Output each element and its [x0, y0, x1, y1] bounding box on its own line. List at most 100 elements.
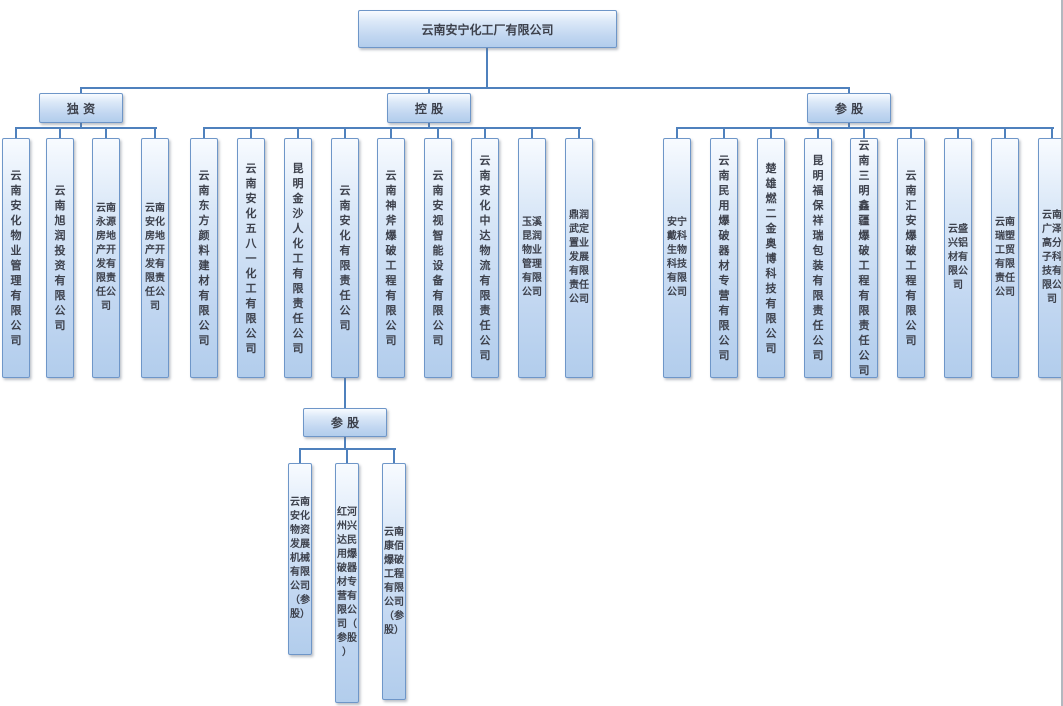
- company-label: 云南瑞塑工贸有限责任公司: [995, 217, 1015, 298]
- company-label: 云南安化中达物流有限责任公司: [479, 154, 491, 362]
- company-node: 昆明福保祥瑞包装有限责任公司: [804, 138, 832, 378]
- connector-line: [484, 129, 486, 138]
- root-company-node: 云南安宁化工厂有限公司: [358, 10, 617, 48]
- company-node: 云盛兴铝材有限公司: [944, 138, 972, 378]
- company-label: 云南汇安爆破工程有限公司: [905, 169, 917, 347]
- connector-line: [393, 450, 395, 463]
- connector-line: [15, 127, 157, 129]
- company-node: 云南永源房地产开发有限责任公司: [92, 138, 120, 378]
- company-node: 云南安化中达物流有限责任公司: [471, 138, 499, 378]
- branch-header-holding: 控 股: [387, 93, 471, 123]
- connector-line: [1051, 129, 1053, 138]
- connector-line: [848, 89, 850, 95]
- company-label: 云南安化有限责任公司: [339, 184, 351, 332]
- connector-line: [344, 129, 346, 138]
- connector-line: [676, 129, 678, 138]
- company-node: 云南瑞塑工贸有限责任公司: [991, 138, 1019, 378]
- company-node: 云南民用爆破器材专营有限公司: [710, 138, 738, 378]
- branch-header-equity-stake: 参 股: [807, 93, 891, 123]
- connector-line: [80, 89, 82, 95]
- company-label: 安宁戴科生物科技有限公司: [667, 217, 687, 298]
- company-label: 玉溪昆润物业管理有限公司: [522, 217, 542, 298]
- company-node: 云南汇安爆破工程有限公司: [897, 138, 925, 378]
- connector-line: [428, 123, 430, 129]
- company-label: 云南永源房地产开发有限责任公司: [96, 203, 116, 312]
- connector-line: [203, 129, 205, 138]
- company-label: 云南安视智能设备有限公司: [432, 169, 444, 347]
- company-node: 云南神斧爆破工程有限公司: [377, 138, 405, 378]
- company-node: 云南安视智能设备有限公司: [424, 138, 452, 378]
- connector-line: [957, 129, 959, 138]
- branch-header-sub-equity-stake: 参 股: [303, 408, 387, 437]
- company-node: 安宁戴科生物科技有限公司: [663, 138, 691, 378]
- connector-line: [105, 129, 107, 138]
- company-node: 昆明金沙人化工有限责任公司: [284, 138, 312, 378]
- connector-line: [250, 129, 252, 138]
- company-label: 云南广泽高分子科技有限公司: [1042, 210, 1062, 305]
- company-label: 云盛兴铝材有限公司: [948, 224, 968, 291]
- connector-line: [344, 437, 346, 449]
- connector-line: [80, 87, 850, 89]
- connector-line: [817, 129, 819, 138]
- company-label: 云南神斧爆破工程有限公司: [385, 169, 397, 347]
- company-label: 红河州兴达民用爆破器材专营有限公司（参股）: [337, 507, 357, 658]
- company-label: 云南安化物资发展机械有限公司（参股）: [290, 497, 310, 620]
- company-node: 云南安化房地产开发有限责任公司: [141, 138, 169, 378]
- company-node: 云南广泽高分子科技有限公司: [1038, 138, 1063, 378]
- connector-line: [848, 123, 850, 129]
- branch-header-sole-ownership: 独 资: [39, 93, 123, 123]
- connector-line: [723, 129, 725, 138]
- company-label: 云南三明鑫疆爆破工程有限责任公司: [858, 139, 870, 377]
- company-node: 楚雄燃二金奥博科技有限公司: [757, 138, 785, 378]
- company-label: 楚雄燃二金奥博科技有限公司: [765, 161, 777, 355]
- connector-line: [154, 129, 156, 138]
- company-label: 云南民用爆破器材专营有限公司: [718, 154, 730, 362]
- connector-line: [344, 378, 346, 408]
- company-node: 红河州兴达民用爆破器材专营有限公司（参股）: [335, 463, 359, 703]
- branch-label: 参 股: [834, 101, 864, 116]
- company-node: 云南安化物资发展机械有限公司（参股）: [288, 463, 312, 655]
- company-label: 昆明金沙人化工有限责任公司: [292, 161, 304, 355]
- connector-line: [299, 448, 396, 450]
- company-label: 昆明福保祥瑞包装有限责任公司: [812, 154, 824, 362]
- company-label: 云南安化房地产开发有限责任公司: [145, 203, 165, 312]
- connector-line: [1004, 129, 1006, 138]
- connector-line: [59, 129, 61, 138]
- connector-line: [770, 129, 772, 138]
- branch-label: 控 股: [414, 101, 444, 116]
- company-label: 云南康佰爆破工程有限公司（参股）: [384, 526, 404, 636]
- connector-line: [531, 129, 533, 138]
- branch-label: 独 资: [66, 101, 96, 116]
- connector-line: [486, 48, 488, 88]
- connector-line: [437, 129, 439, 138]
- company-node: 鼎润武定置业发展有限责任公司: [565, 138, 593, 378]
- connector-line: [203, 127, 581, 129]
- connector-line: [346, 450, 348, 463]
- connector-line: [15, 129, 17, 138]
- connector-line: [428, 89, 430, 95]
- root-company-label: 云南安宁化工厂有限公司: [421, 22, 554, 37]
- connector-line: [297, 129, 299, 138]
- company-node: 云南康佰爆破工程有限公司（参股）: [382, 463, 406, 700]
- company-label: 云南安化五八一化工有限公司: [245, 161, 257, 355]
- connector-line: [676, 127, 1054, 129]
- connector-line: [578, 129, 580, 138]
- connector-line: [299, 450, 301, 463]
- window-right-edge: [1061, 0, 1063, 706]
- connector-line: [80, 123, 82, 129]
- connector-line: [863, 129, 865, 138]
- company-label: 云南旭润投资有限公司: [54, 184, 66, 332]
- company-node: 云南安化有限责任公司: [331, 138, 359, 378]
- company-node: 玉溪昆润物业管理有限公司: [518, 138, 546, 378]
- connector-line: [910, 129, 912, 138]
- company-node: 云南安化物业管理有限公司: [2, 138, 30, 378]
- branch-label: 参 股: [330, 416, 360, 430]
- company-label: 云南东方颜料建材有限公司: [198, 169, 210, 347]
- company-node: 云南东方颜料建材有限公司: [190, 138, 218, 378]
- connector-line: [390, 129, 392, 138]
- company-label: 鼎润武定置业发展有限责任公司: [569, 210, 589, 305]
- company-node: 云南三明鑫疆爆破工程有限责任公司: [850, 138, 878, 378]
- company-label: 云南安化物业管理有限公司: [10, 169, 22, 347]
- company-node: 云南安化五八一化工有限公司: [237, 138, 265, 378]
